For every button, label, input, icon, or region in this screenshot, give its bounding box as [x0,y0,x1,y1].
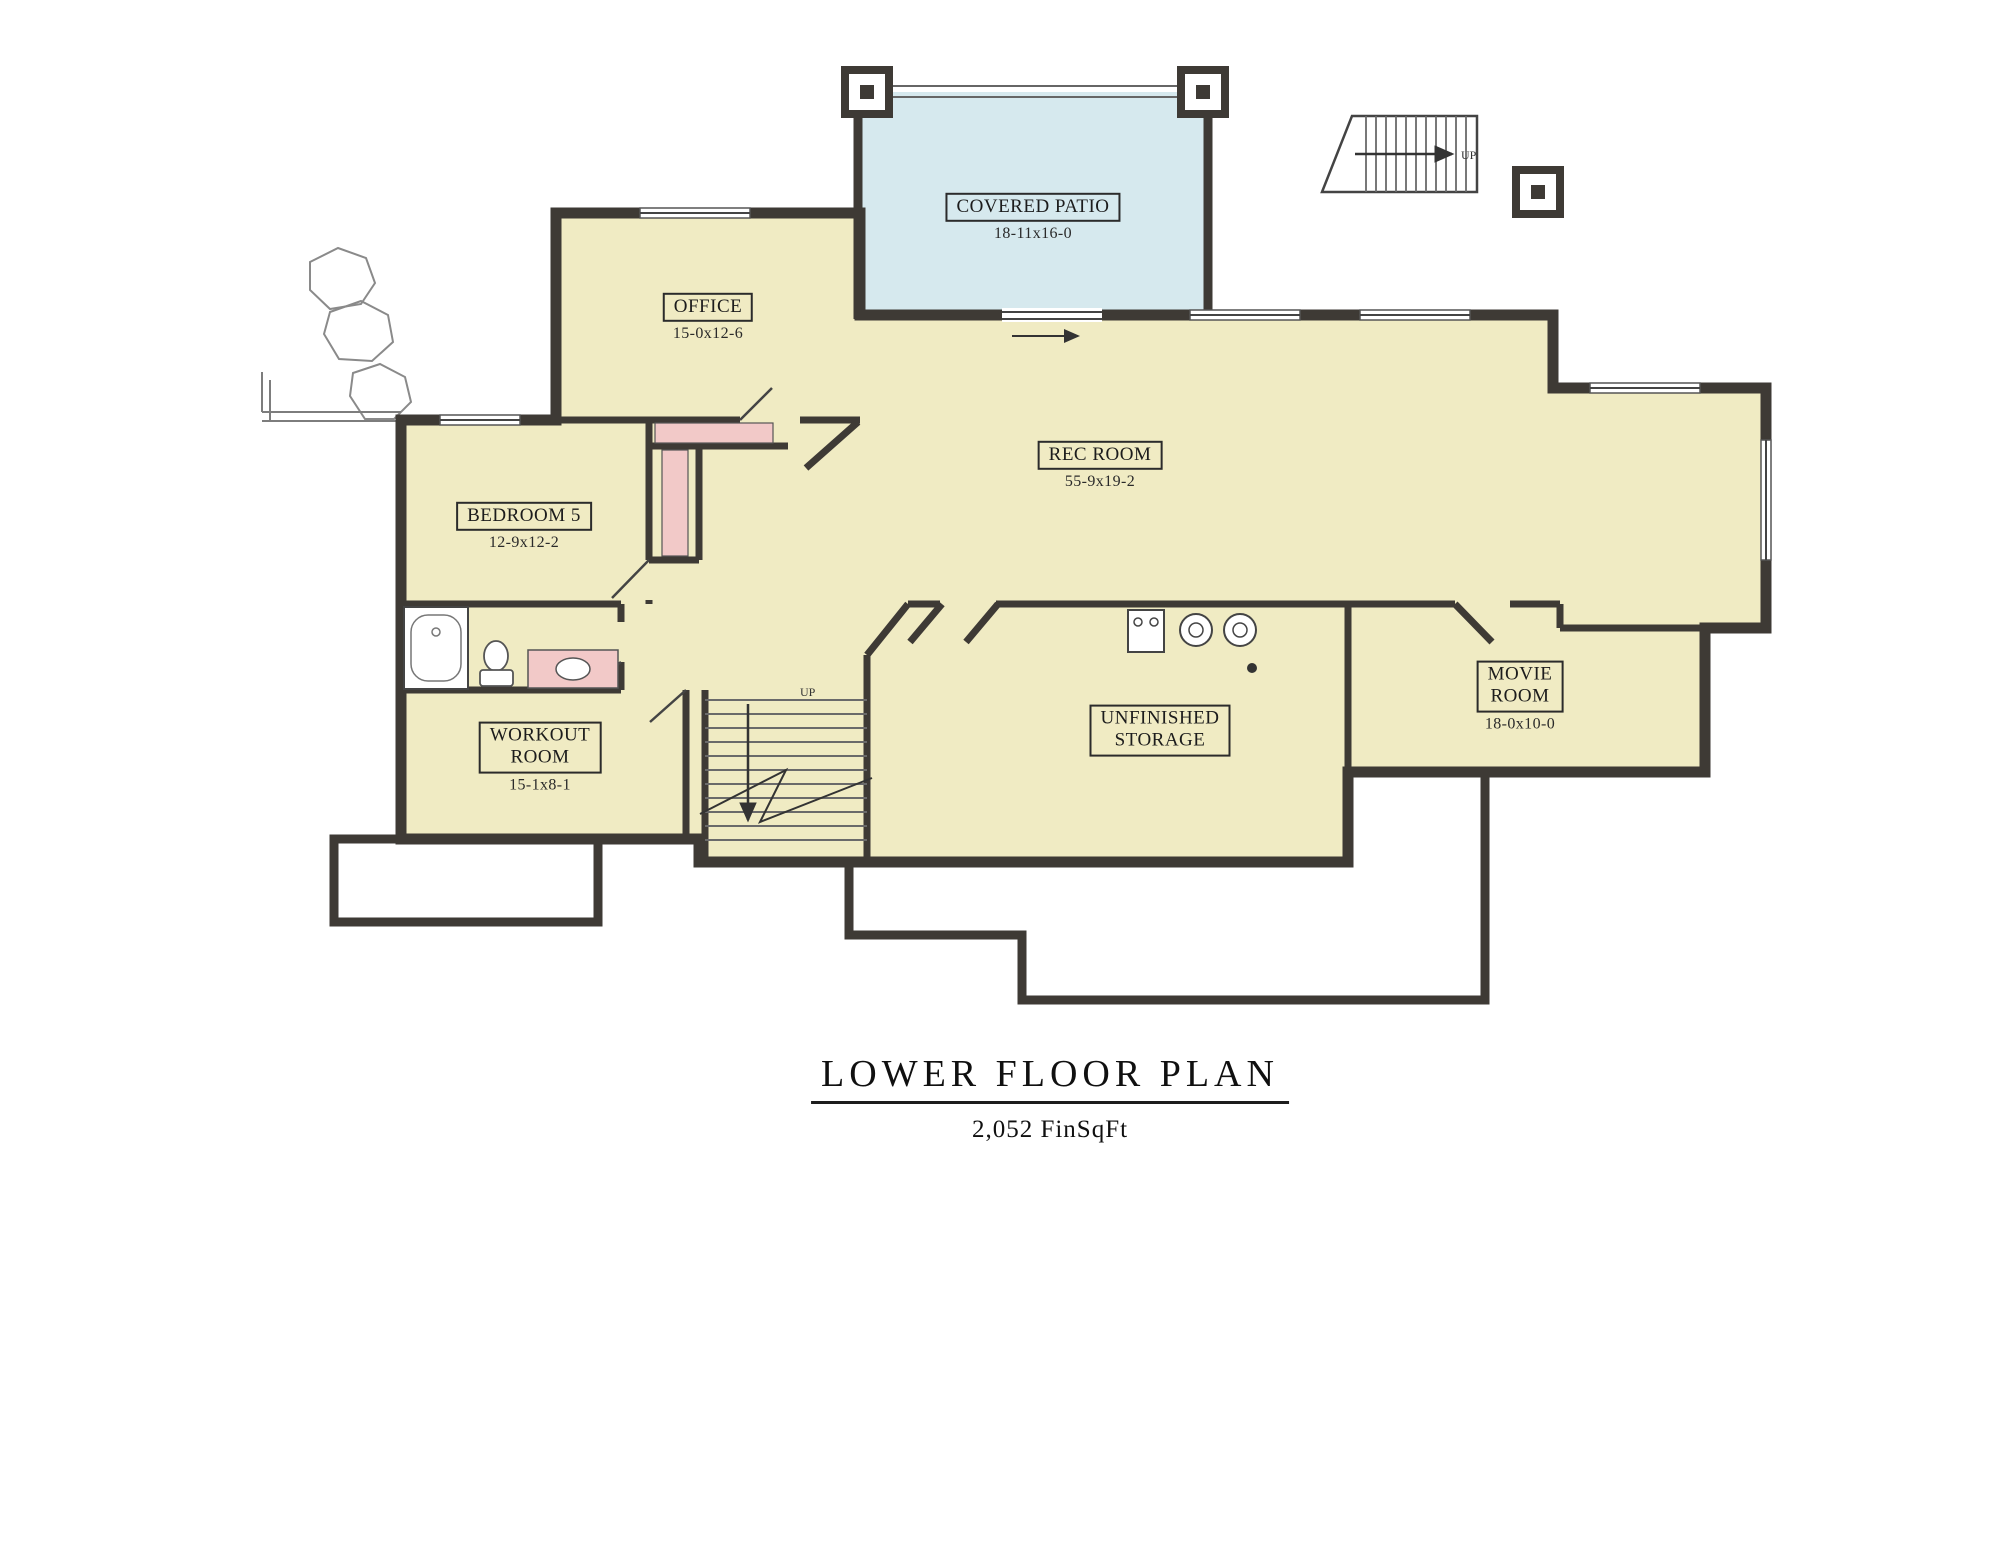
room-label-covered-patio: COVERED PATIO 18-11x16-0 [945,192,1121,243]
room-dims-label: 18-11x16-0 [993,225,1073,243]
room-label-rec-room: REC ROOM 55-9x19-2 [1037,440,1163,491]
exterior-staircase: UP [1320,114,1479,194]
utility-fixtures [1127,609,1257,673]
interior-staircase: UP [699,685,873,841]
up-label-text: UP [1461,148,1477,162]
patio-post-icon [841,66,893,118]
room-name-label: COVERED PATIO [945,192,1121,223]
patio-posts [841,66,1564,218]
room-name-label: MOVIE ROOM [1476,660,1564,713]
room-label-unfinished-storage: UNFINISHED STORAGE [1089,704,1231,760]
walls-interior [401,416,1705,862]
bathroom-fixtures [403,606,619,690]
water-heater-icon [1179,613,1213,647]
yard-post-icon [1512,166,1564,218]
room-name-label: WORKOUT ROOM [478,721,602,774]
room-label-workout-room: WORKOUT ROOM 15-1x8-1 [478,721,602,795]
patio-post-icon [1177,66,1229,118]
tree-shrub [309,246,413,420]
room-name-label: REC ROOM [1037,440,1163,471]
retaining-wall [261,372,401,422]
plan-title: LOWER FLOOR PLAN [811,1052,1289,1104]
room-dims-label: 15-0x12-6 [672,325,744,343]
bottom-left-extension-outline [329,834,603,927]
floor-drain-icon [1247,663,1257,673]
covered-patio-area [858,92,1208,315]
plan-subtitle: 2,052 FinSqFt [971,1116,1129,1143]
closet-shelves [654,422,774,557]
windows [439,207,1772,561]
room-dims-label: 12-9x12-2 [488,534,560,552]
room-dims-label: 15-1x8-1 [509,776,571,794]
room-label-office: OFFICE 15-0x12-6 [662,292,754,343]
up-label-text: UP [800,685,816,699]
bathtub-icon [403,606,469,690]
patio-sliding-door [1002,308,1102,343]
room-name-label: OFFICE [662,292,754,323]
plan-title-block: LOWER FLOOR PLAN 2,052 FinSqFt [811,1052,1289,1144]
room-name-label: UNFINISHED STORAGE [1089,704,1231,757]
room-name-label: BEDROOM 5 [456,501,592,532]
furnace-icon [1127,609,1165,653]
room-label-bedroom-5: BEDROOM 5 12-9x12-2 [456,501,592,552]
vanity-sink-icon [527,649,619,689]
walls-exterior [395,207,1772,868]
patio-structure [853,85,1213,319]
room-label-movie-room: MOVIE ROOM 18-0x10-0 [1476,660,1564,734]
room-dims-label: 18-0x10-0 [1484,715,1556,733]
toilet-icon [479,640,514,687]
water-heater-icon [1223,613,1257,647]
room-dims-label: 55-9x19-2 [1064,473,1136,491]
